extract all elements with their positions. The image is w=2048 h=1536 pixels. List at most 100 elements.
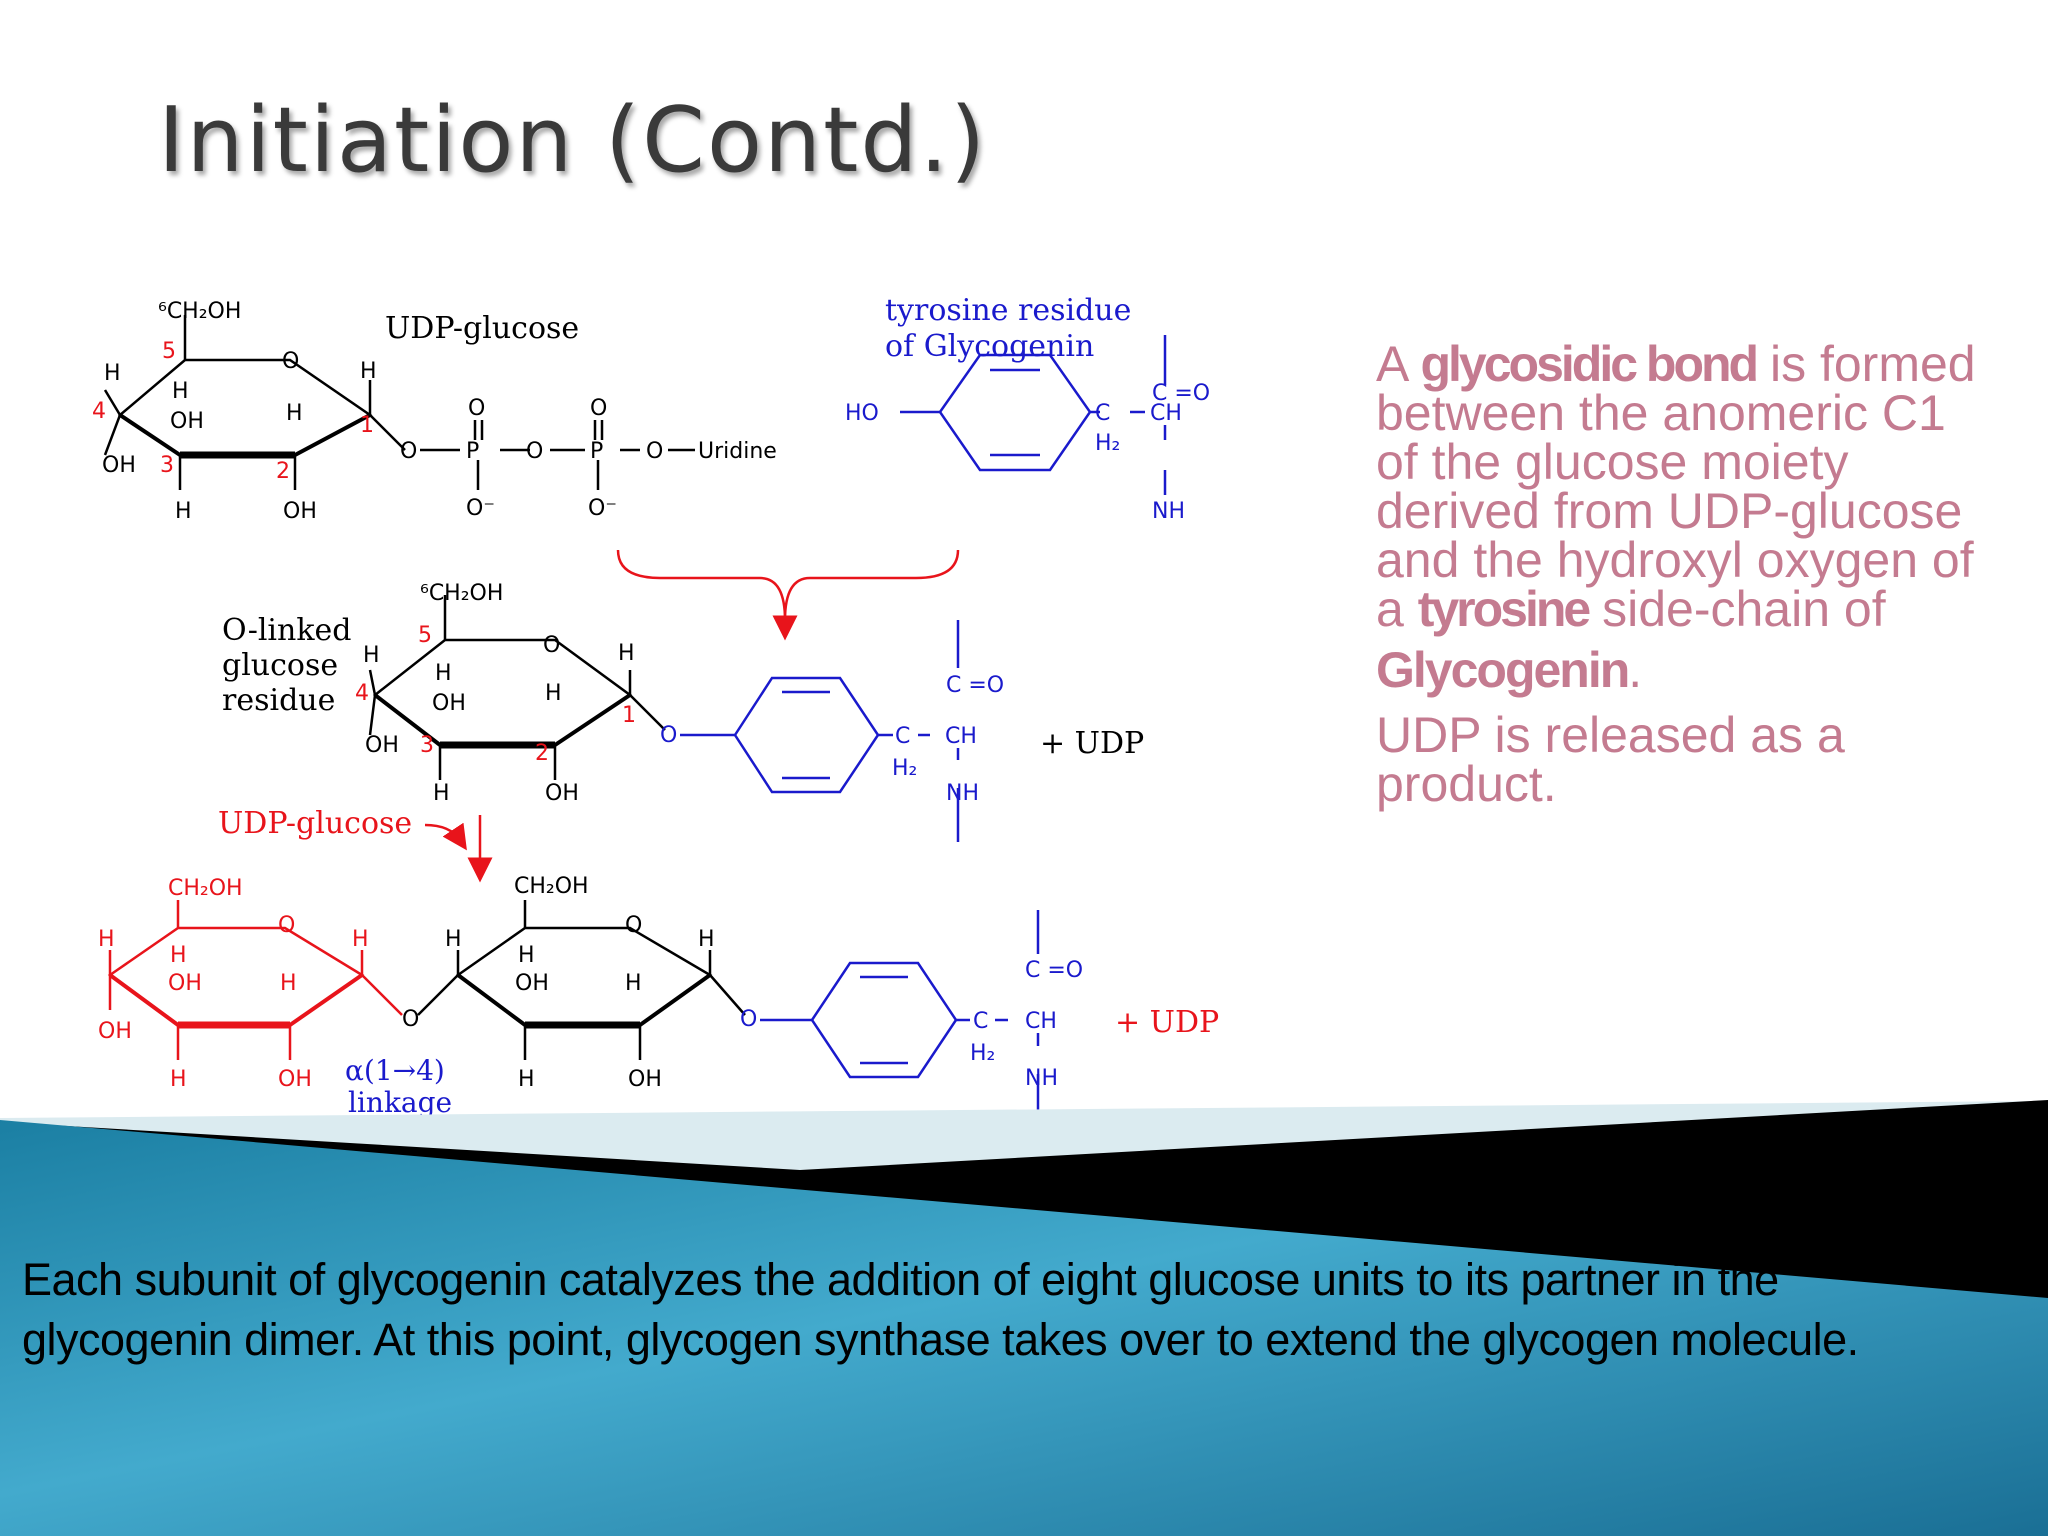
svg-text:O: O: [646, 439, 663, 464]
bottom-tyrosine: [760, 910, 1040, 1126]
svg-text:OH: OH: [515, 971, 549, 996]
svg-text:OH: OH: [545, 781, 579, 806]
svg-text:H₂: H₂: [970, 1041, 995, 1066]
svg-text:C =O: C =O: [946, 673, 1004, 698]
o-linked-glucose-molecule: [368, 595, 666, 780]
svg-text:H: H: [518, 1067, 535, 1092]
svg-text:H: H: [104, 361, 121, 386]
svg-text:CH: CH: [945, 724, 977, 749]
ho-label: HO: [845, 401, 879, 426]
tyrosine-label-1: tyrosine residue: [885, 293, 1131, 328]
svg-text:NH: NH: [1025, 1066, 1058, 1091]
svg-text:2: 2: [535, 741, 549, 766]
svg-text:OH: OH: [98, 1019, 132, 1044]
svg-text:O: O: [278, 913, 295, 938]
o-linked-tyrosine: [680, 620, 960, 842]
svg-text:C =O: C =O: [1152, 381, 1210, 406]
svg-text:O-linked: O-linked: [222, 613, 351, 648]
svg-text:H: H: [172, 379, 189, 404]
svg-text:O: O: [660, 723, 677, 748]
svg-text:H: H: [352, 927, 369, 952]
svg-text:C =O: C =O: [1025, 958, 1083, 983]
svg-text:CH: CH: [1025, 1009, 1057, 1034]
tyrosine-labels: tyrosine residue of Glycogenin HO C CH H…: [845, 293, 1210, 524]
svg-text:2: 2: [276, 459, 290, 484]
decorative-band: [0, 1100, 2048, 1536]
tyrosine-label-2: of Glycogenin: [885, 329, 1094, 364]
svg-text:H: H: [360, 359, 377, 384]
svg-text:H: H: [435, 661, 452, 686]
svg-text:NH: NH: [1152, 499, 1185, 524]
svg-text:O: O: [282, 349, 299, 374]
svg-text:OH: OH: [365, 733, 399, 758]
alpha-linkage-label: α(1→4): [345, 1054, 445, 1087]
svg-text:P: P: [590, 439, 603, 464]
svg-text:H: H: [433, 781, 450, 806]
svg-text:H₂: H₂: [892, 756, 917, 781]
svg-text:O: O: [543, 633, 560, 658]
plus-udp-label: + UDP: [1040, 726, 1144, 761]
svg-text:H: H: [170, 943, 187, 968]
svg-text:H: H: [518, 943, 535, 968]
svg-text:H: H: [618, 641, 635, 666]
svg-text:⁶CH₂OH: ⁶CH₂OH: [420, 581, 503, 606]
udp-glucose-molecule: [103, 315, 695, 490]
svg-text:H: H: [625, 971, 642, 996]
svg-text:H: H: [286, 401, 303, 426]
svg-text:glucose: glucose: [222, 648, 338, 683]
svg-text:C: C: [895, 724, 910, 749]
svg-text:H: H: [363, 643, 380, 668]
svg-text:H: H: [698, 927, 715, 952]
svg-text:O: O: [625, 913, 642, 938]
svg-text:O: O: [740, 1007, 757, 1032]
svg-text:CH₂OH: CH₂OH: [514, 874, 589, 899]
disaccharide-molecule: [107, 900, 746, 1060]
svg-text:OH: OH: [628, 1067, 662, 1092]
tyrosine-residue: [900, 335, 1167, 495]
udp-glucose-red-label: UDP-glucose: [218, 806, 412, 841]
svg-text:O: O: [468, 396, 485, 421]
svg-text:NH: NH: [946, 781, 979, 806]
udp-glucose-label: UDP-glucose: [385, 311, 579, 346]
caption-text: Each subunit of glycogenin catalyzes the…: [22, 1254, 1859, 1365]
svg-text:4: 4: [355, 681, 369, 706]
svg-text:O⁻: O⁻: [466, 496, 495, 521]
svg-text:OH: OH: [283, 499, 317, 524]
uridine-label: Uridine: [698, 439, 777, 464]
svg-text:H: H: [98, 927, 115, 952]
slide-title: Initiation (Contd.): [158, 88, 988, 193]
svg-text:O: O: [402, 1007, 419, 1032]
svg-text:1: 1: [622, 703, 636, 728]
svg-text:OH: OH: [278, 1067, 312, 1092]
svg-text:residue: residue: [222, 683, 335, 718]
svg-text:5: 5: [418, 623, 432, 648]
merge-arrow: [616, 549, 960, 641]
svg-text:3: 3: [160, 453, 174, 478]
svg-text:5: 5: [162, 339, 176, 364]
udp-glucose-arrow: [424, 815, 493, 883]
svg-text:C: C: [973, 1009, 988, 1034]
svg-text:O: O: [526, 439, 543, 464]
explanation-text: A glycosidic bond is formed between the …: [1376, 336, 1976, 812]
ch2oh-label-1: ⁶CH₂OH: [158, 299, 241, 324]
svg-text:H₂: H₂: [1095, 431, 1120, 456]
svg-text:H: H: [545, 681, 562, 706]
svg-text:O: O: [590, 396, 607, 421]
svg-text:H: H: [170, 1067, 187, 1092]
svg-text:OH: OH: [170, 409, 204, 434]
svg-text:H: H: [280, 971, 297, 996]
linkage-label: linkage: [348, 1086, 452, 1119]
svg-text:CH: CH: [1150, 401, 1182, 426]
plus-udp-red-label: + UDP: [1115, 1005, 1219, 1040]
svg-text:1: 1: [360, 413, 374, 438]
svg-text:3: 3: [420, 733, 434, 758]
svg-text:OH: OH: [432, 691, 466, 716]
svg-text:O: O: [400, 439, 417, 464]
svg-text:H: H: [445, 927, 462, 952]
svg-text:4: 4: [92, 399, 106, 424]
